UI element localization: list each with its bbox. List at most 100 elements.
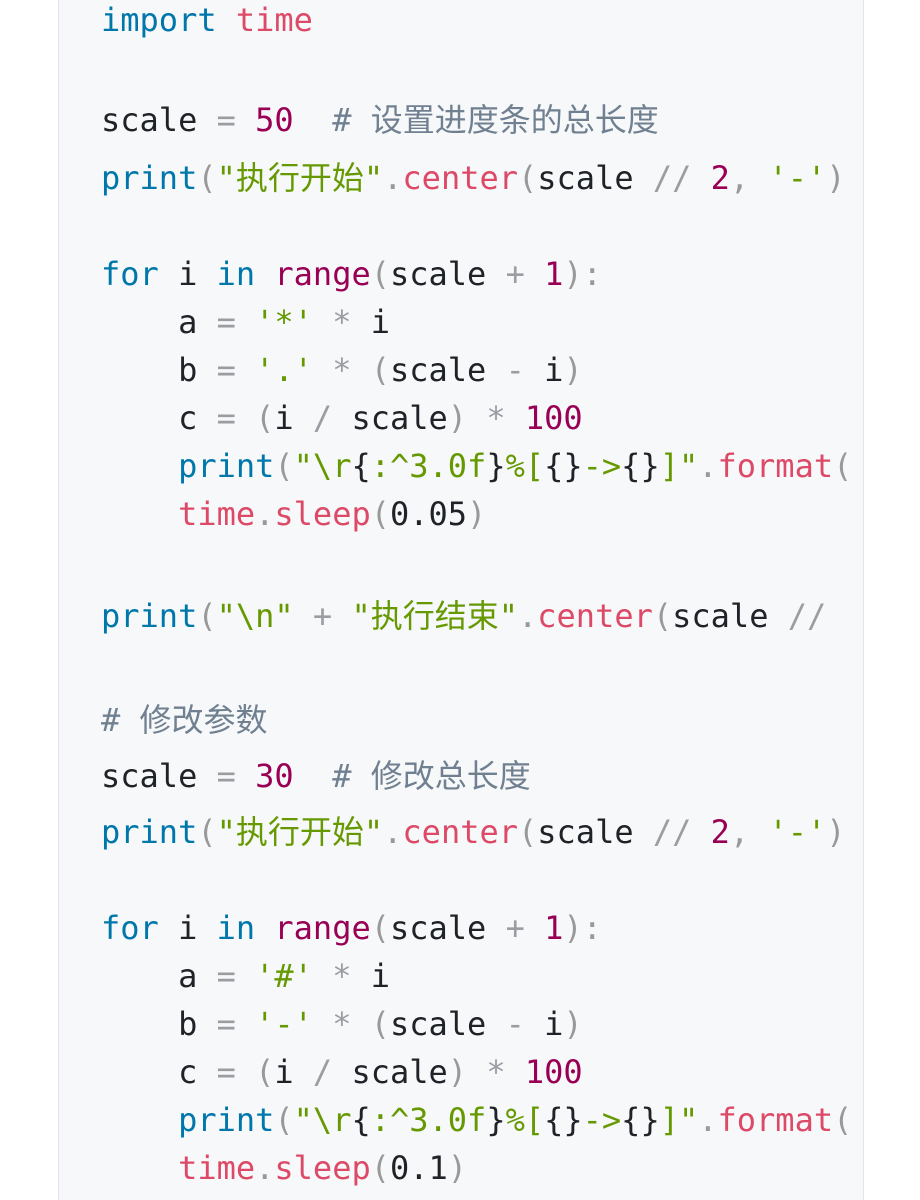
code-token: ( <box>255 399 275 437</box>
code-token: * <box>332 303 352 341</box>
code-token <box>313 351 332 389</box>
code-token: i <box>158 255 217 293</box>
code-token <box>313 303 332 341</box>
code-token: * <box>332 351 352 389</box>
code-token: 2 <box>710 813 730 851</box>
code-token <box>467 1053 486 1091</box>
code-token: ) <box>826 813 846 851</box>
code-token: scale <box>101 757 198 795</box>
code-token: ( <box>652 597 673 635</box>
code-token: i <box>351 303 390 341</box>
code-token: 0.05 <box>389 495 468 533</box>
code-line: b = '-' * (scale - i) <box>101 1000 583 1048</box>
code-token: 100 <box>524 399 583 437</box>
code-token <box>634 813 653 851</box>
code-token: ): <box>563 909 602 947</box>
code-token: - <box>505 351 525 389</box>
code-token: - <box>505 1005 525 1043</box>
code-token: * <box>332 957 352 995</box>
code-token: { <box>351 447 371 485</box>
code-token: print <box>101 159 198 197</box>
code-token: {} <box>544 447 583 485</box>
code-token: {} <box>621 447 660 485</box>
code-token: import <box>101 1 217 39</box>
code-token <box>351 351 370 389</box>
code-line: a = '#' * i <box>101 952 390 1000</box>
code-token: ( <box>833 447 853 485</box>
code-line: c = (i / scale) * 100 <box>101 394 583 442</box>
code-token: ) <box>447 1149 468 1187</box>
code-line: scale = 50 # 设置进度条的总长度 <box>101 96 659 144</box>
code-token: . <box>255 1149 275 1187</box>
code-token: ( <box>197 597 217 635</box>
code-token: ( <box>370 1149 390 1187</box>
code-token: * <box>486 399 506 437</box>
code-token: ( <box>370 255 390 293</box>
code-token: 0.1 <box>389 1149 448 1187</box>
code-token <box>101 447 178 485</box>
code-token: '*' <box>255 303 313 341</box>
code-token <box>486 909 505 947</box>
code-token: ( <box>370 495 390 533</box>
code-token: b <box>101 351 217 389</box>
code-token: {} <box>621 1101 660 1139</box>
code-token: . <box>698 1101 718 1139</box>
code-token <box>236 101 255 139</box>
code-token <box>217 1 236 39</box>
code-token: '.' <box>255 351 313 389</box>
code-token: ( <box>197 159 217 197</box>
code-token: "执行开始" <box>216 813 384 851</box>
code-token <box>236 957 255 995</box>
code-line <box>101 538 120 586</box>
code-token: + <box>505 255 525 293</box>
code-line: time.sleep(0.1) <box>101 1144 467 1192</box>
code-token: sleep <box>274 1149 371 1187</box>
code-token <box>197 757 216 795</box>
code-token: ) <box>447 1053 468 1091</box>
code-token: ]" <box>659 1101 699 1139</box>
code-token: ) <box>447 399 468 437</box>
code-token: ( <box>274 447 294 485</box>
code-token <box>506 399 525 437</box>
code-token <box>294 101 333 139</box>
code-line <box>101 856 120 904</box>
code-token: "\r <box>293 1101 352 1139</box>
code-token: 30 <box>255 757 294 795</box>
code-line: print("\r{:^3.0f}%[{}->{}]".format( <box>101 1096 852 1144</box>
code-token: scale <box>332 1053 448 1091</box>
code-token: in <box>216 909 256 947</box>
code-token <box>294 757 333 795</box>
code-line: print("\r{:^3.0f}%[{}->{}]".format( <box>101 442 852 490</box>
code-token <box>768 597 787 635</box>
code-token: time <box>178 495 256 533</box>
code-token: ( <box>370 1005 390 1043</box>
code-token: 100 <box>524 1053 583 1091</box>
code-token <box>525 909 544 947</box>
code-token <box>486 255 505 293</box>
code-token: i <box>158 909 217 947</box>
code-token: = <box>216 303 236 341</box>
code-token: {} <box>544 1101 583 1139</box>
code-token: i <box>274 399 313 437</box>
code-token: '-' <box>768 159 827 197</box>
code-token: scale <box>537 813 634 851</box>
code-token: ) <box>563 1005 583 1043</box>
code-token: // <box>652 159 692 197</box>
code-token <box>749 813 768 851</box>
code-line <box>101 202 120 250</box>
code-token <box>236 351 255 389</box>
code-token: -> <box>582 447 622 485</box>
code-token: ( <box>274 1101 294 1139</box>
code-token <box>506 1053 525 1091</box>
code-token <box>101 495 178 533</box>
code-token <box>525 255 544 293</box>
code-token: :^3.0f <box>370 1101 487 1139</box>
code-token: ) <box>563 351 583 389</box>
code-token: scale <box>389 255 487 293</box>
code-line: print("\n" + "执行结束".center(scale // <box>101 592 826 640</box>
code-token: 2 <box>710 159 730 197</box>
code-token <box>236 757 255 795</box>
code-line <box>101 640 120 688</box>
